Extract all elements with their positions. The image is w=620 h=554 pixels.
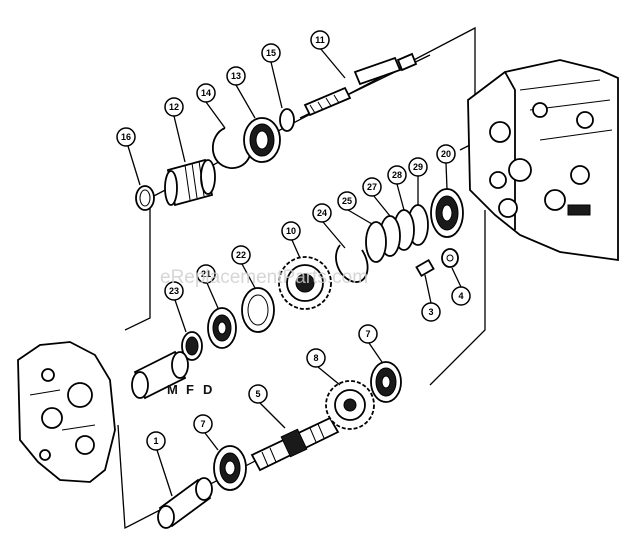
callout-14-label: 14 (201, 88, 211, 98)
front-cover-plate (17, 341, 116, 483)
upper-components (135, 108, 295, 211)
watermark: eReplacementParts.com (160, 267, 368, 288)
callout-24-label: 24 (317, 208, 327, 218)
callout-7-lower-label: 7 (200, 419, 205, 429)
callout-15: 15 (261, 43, 281, 63)
callout-7-upper-label: 7 (365, 329, 370, 339)
callout-28: 28 (387, 165, 407, 185)
callout-13: 13 (226, 66, 246, 86)
callout-29-label: 29 (413, 162, 423, 172)
callout-10: 10 (281, 221, 301, 241)
mfd-letter-d: D (203, 382, 212, 397)
callout-27: 27 (362, 177, 382, 197)
callout-14: 14 (196, 83, 216, 103)
callout-29: 29 (408, 157, 428, 177)
callout-23: 23 (164, 281, 184, 301)
callout-16-label: 16 (121, 132, 131, 142)
mfd-letter-m: M (167, 382, 178, 397)
callout-20-label: 20 (441, 149, 451, 159)
callout-10-label: 10 (286, 226, 296, 236)
callout-25: 25 (337, 191, 357, 211)
callout-13-label: 13 (231, 71, 241, 81)
callout-7-lower: 7 (193, 414, 213, 434)
callout-4-label: 4 (458, 291, 463, 301)
callout-7-upper: 7 (358, 324, 378, 344)
callout-24: 24 (312, 203, 332, 223)
callout-8-label: 8 (313, 353, 318, 363)
callout-leaders (127, 47, 462, 497)
callout-21-label: 21 (201, 269, 211, 279)
callout-4: 4 (451, 286, 471, 306)
callouts: 11 12 14 13 15 16 20 29 28 27 25 24 10 2… (116, 30, 471, 451)
callout-3-label: 3 (428, 307, 433, 317)
callout-21: 21 (196, 264, 216, 284)
callout-11: 11 (310, 30, 330, 50)
callout-20: 20 (436, 144, 456, 164)
callout-11-label: 11 (315, 35, 325, 45)
callout-25-label: 25 (342, 196, 352, 206)
transmission-housing (467, 59, 619, 262)
callout-1-label: 1 (153, 436, 158, 446)
callout-12-label: 12 (169, 102, 179, 112)
callout-16: 16 (116, 127, 136, 147)
callout-15-label: 15 (266, 48, 276, 58)
callout-1: 1 (146, 431, 166, 451)
lower-drive (157, 361, 402, 529)
callout-3: 3 (421, 302, 441, 322)
callout-12: 12 (164, 97, 184, 117)
shaft-11 (303, 52, 418, 117)
clutch-pack (278, 188, 464, 310)
callout-5-label: 5 (255, 389, 260, 399)
mfd-letter-f: F (186, 382, 194, 397)
mfd-label: M F D (167, 382, 212, 397)
callout-8: 8 (306, 348, 326, 368)
callout-22-label: 22 (236, 250, 246, 260)
callout-27-label: 27 (367, 182, 377, 192)
mfd-stack (131, 287, 275, 400)
callout-23-label: 23 (169, 286, 179, 296)
callout-22: 22 (231, 245, 251, 265)
callout-28-label: 28 (392, 170, 402, 180)
callout-5: 5 (248, 384, 268, 404)
